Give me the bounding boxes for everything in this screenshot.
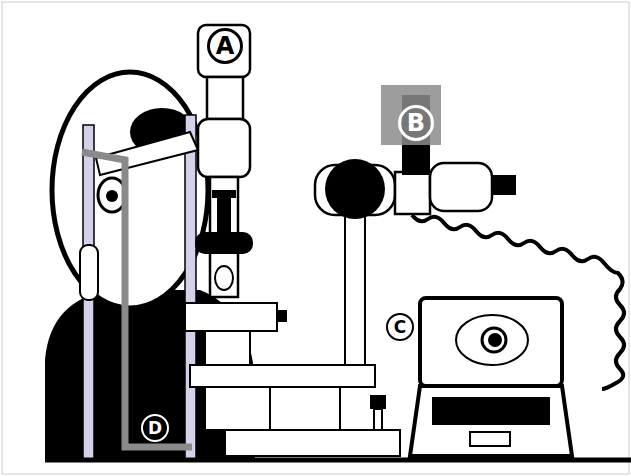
callout-letter: A xyxy=(207,28,243,64)
callout-letter: D xyxy=(141,414,169,442)
callout-letter: B xyxy=(398,105,434,141)
callout-letter: C xyxy=(386,313,414,341)
